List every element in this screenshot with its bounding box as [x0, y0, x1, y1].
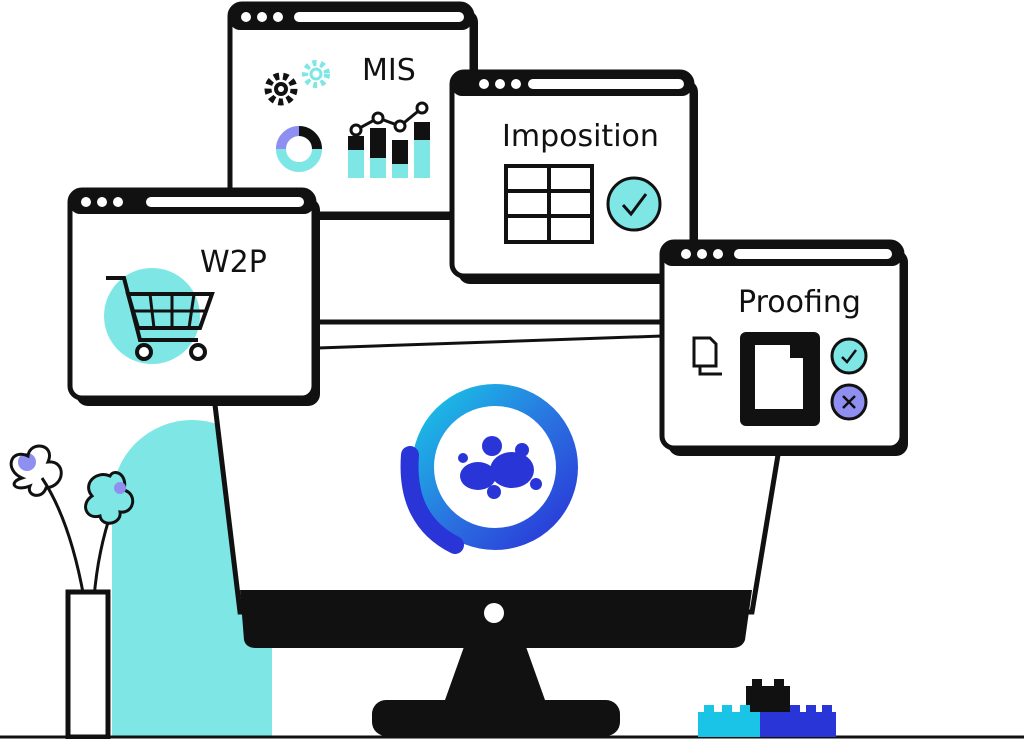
gear-icon [264, 60, 330, 106]
w2p-title: W2P [200, 245, 267, 280]
approve-icon [830, 337, 868, 375]
brand-logo-icon [400, 384, 578, 554]
imposition-window: Imposition [449, 69, 698, 284]
mis-window: MIS [227, 1, 478, 220]
building-blocks [698, 679, 836, 737]
flower-icon [9, 444, 63, 497]
w2p-window: W2P [67, 187, 320, 406]
imposition-title: Imposition [502, 119, 659, 154]
copy-documents-icon [692, 336, 722, 376]
connector-line [317, 334, 663, 350]
mis-title: MIS [362, 53, 416, 88]
proofing-window: Proofing [659, 239, 908, 456]
bar-chart-icon [348, 101, 430, 178]
reject-icon [830, 383, 868, 421]
monitor-base [372, 700, 620, 736]
proofing-title: Proofing [738, 285, 861, 320]
document-icon [740, 332, 820, 426]
check-icon [606, 176, 662, 232]
grid-icon [504, 164, 594, 244]
shopping-cart-icon [104, 268, 215, 364]
flower-vase [9, 444, 135, 739]
donut-chart-icon [276, 126, 322, 172]
flower-icon [84, 471, 135, 525]
power-button-icon [484, 603, 504, 623]
